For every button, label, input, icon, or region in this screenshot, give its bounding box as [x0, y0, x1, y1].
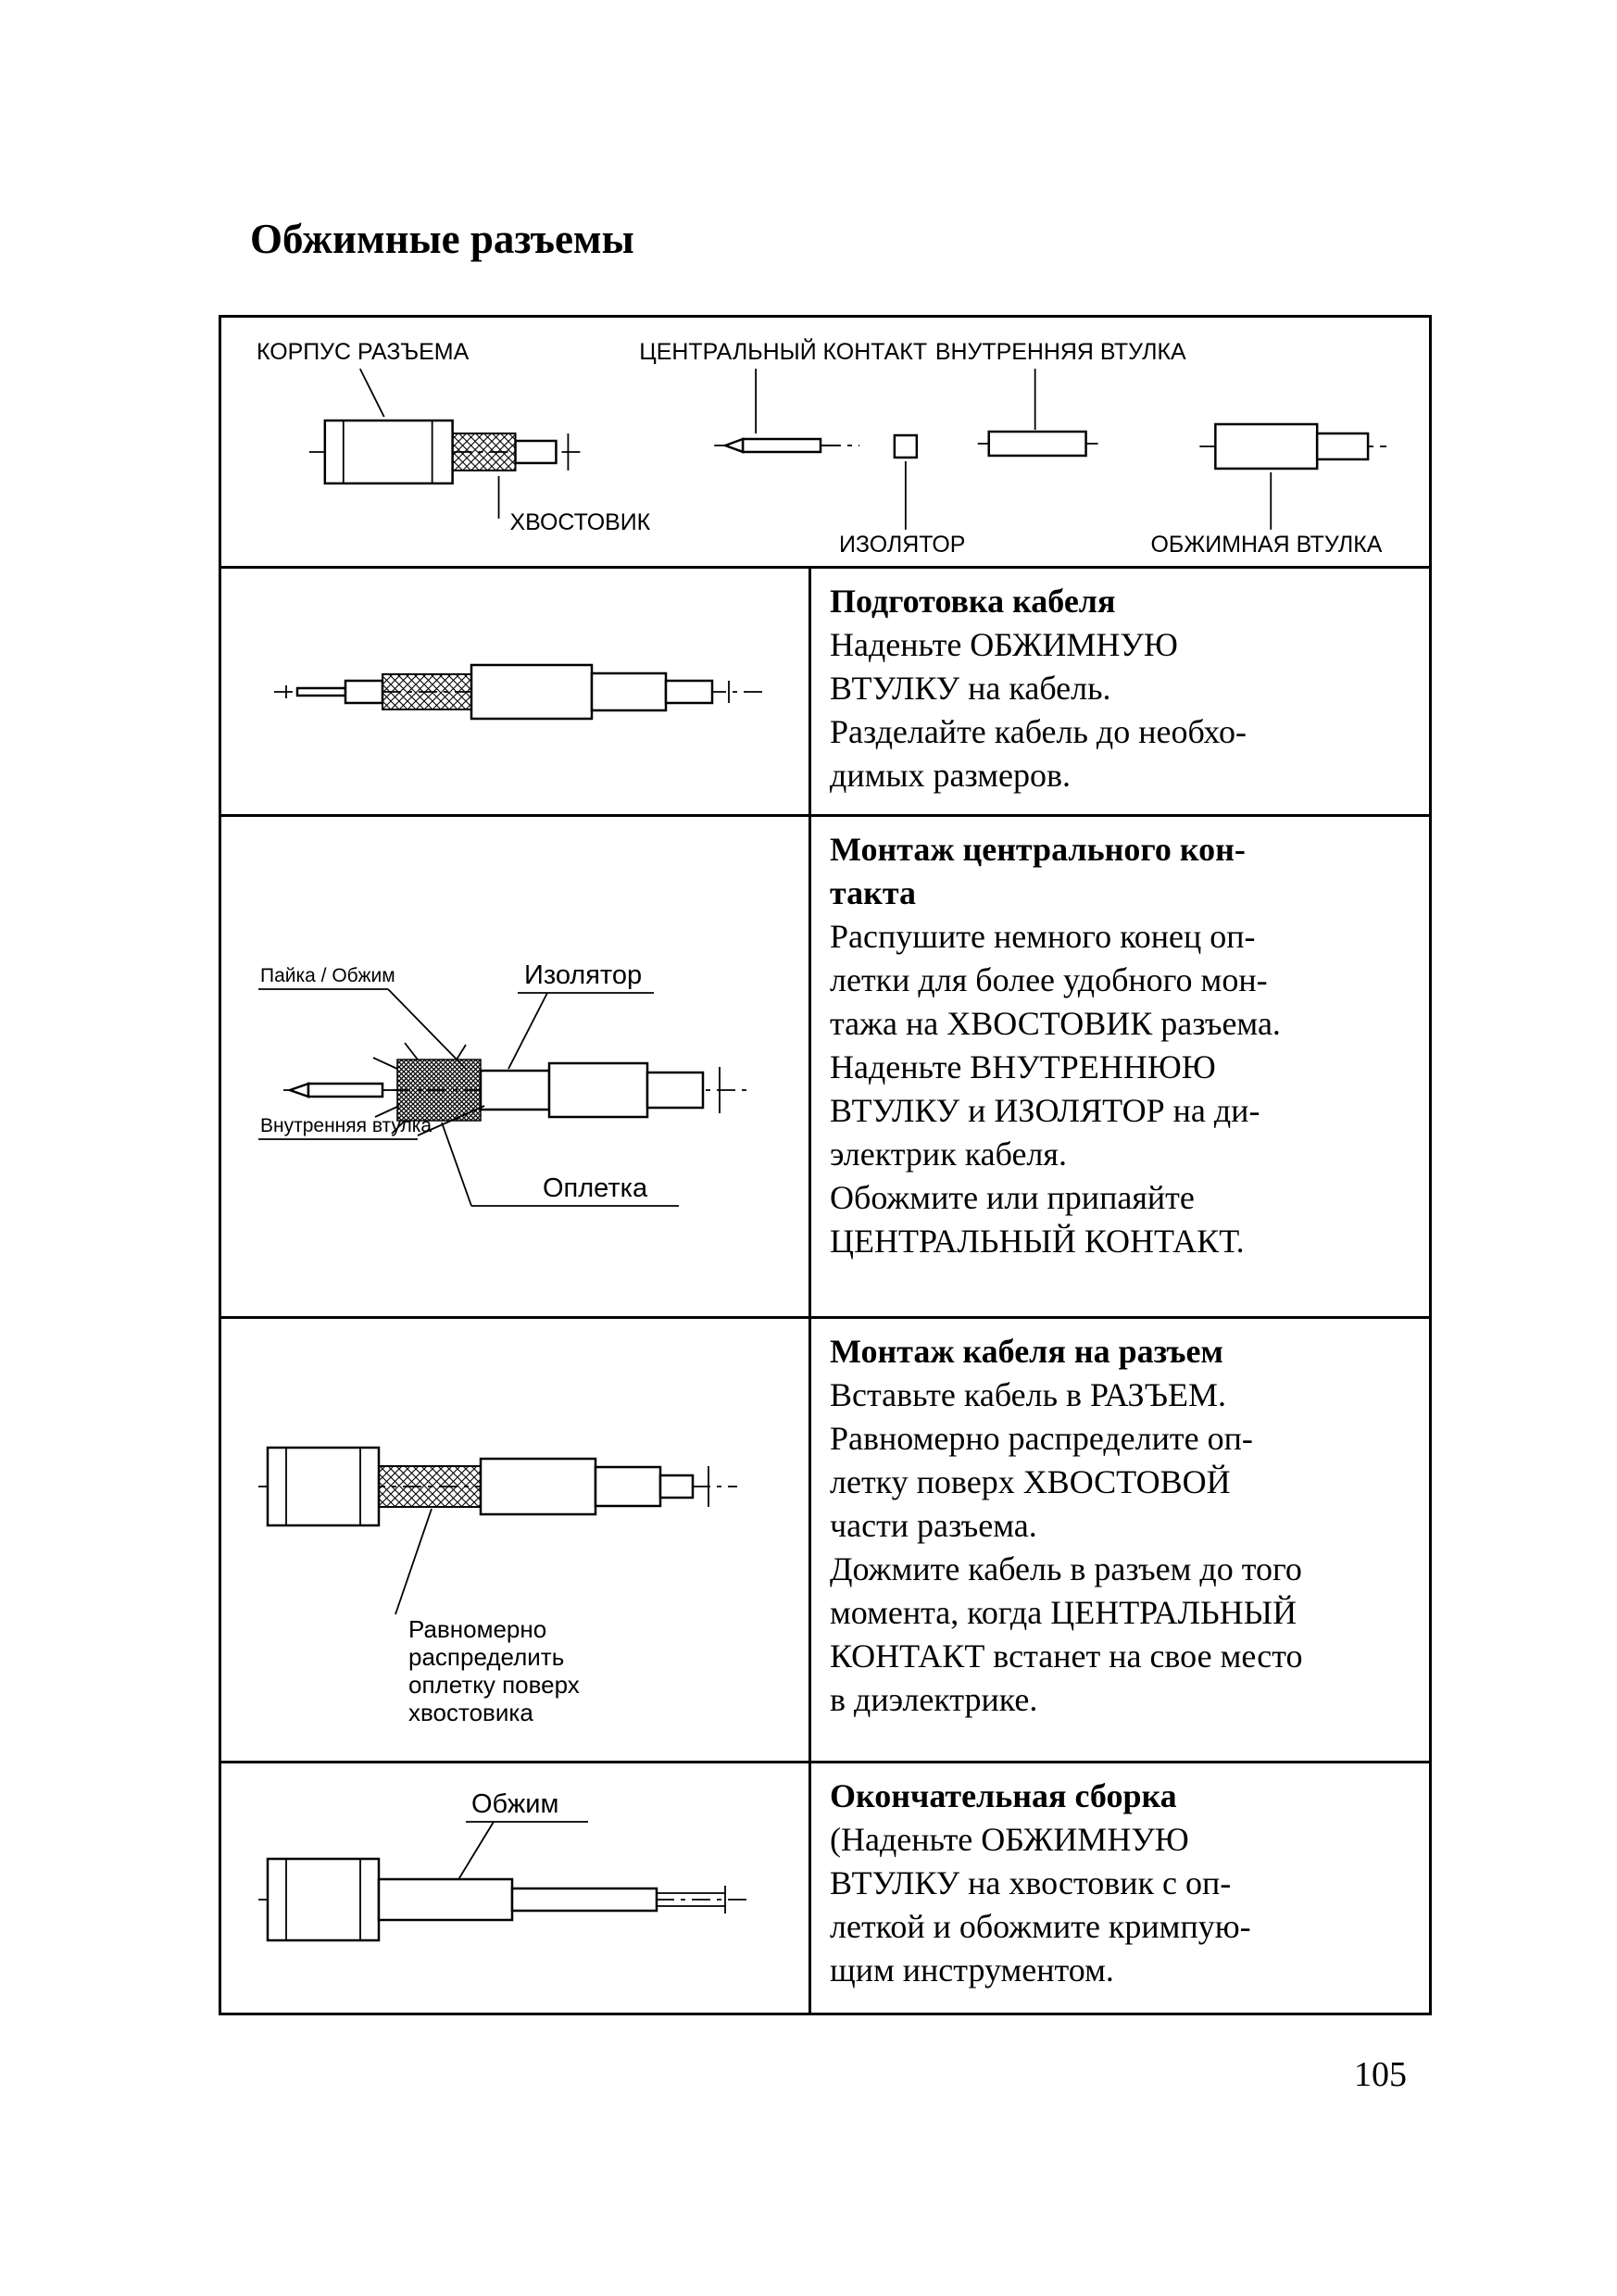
- leader-connector-body: [358, 368, 385, 418]
- step-text-line: электрик кабеля.: [830, 1135, 1067, 1173]
- step-row-3: Равномерно распределить оплетку поверх х…: [221, 1316, 1429, 1761]
- note-line: оплетку поверх: [408, 1671, 580, 1699]
- step-2-text-cell: Монтаж центрального кон- такта Распушите…: [808, 817, 1429, 1316]
- step-text-line: Разделайте кабель до необхо-: [830, 713, 1247, 750]
- step-text-line: Обожмите или припаяйте: [830, 1179, 1195, 1216]
- connector-body-3: [266, 1446, 381, 1526]
- cable-part: [646, 1071, 705, 1109]
- step-text-line: ВТУЛКУ и ИЗОЛЯТОР на ди-: [830, 1092, 1260, 1129]
- step-heading: Монтаж кабеля на разъем: [830, 1333, 1223, 1370]
- step-text-line: части разъема.: [830, 1507, 1037, 1544]
- step-text-line: ВТУЛКУ на хвостовик с оп-: [830, 1864, 1232, 1901]
- leader-crimp: [457, 1821, 495, 1882]
- note-line: Равномерно: [408, 1615, 546, 1643]
- label-solder-crimp: Пайка / Обжим: [260, 965, 395, 986]
- leader-note: [395, 1508, 432, 1614]
- step-heading: Окончательная сборка: [830, 1777, 1177, 1814]
- step-text-line: леткой и обожмите кримпую-: [830, 1908, 1251, 1945]
- step-text-line: димых размеров.: [830, 757, 1071, 794]
- step-text-line: Распушите немного конец оп-: [830, 918, 1256, 955]
- step-text-line: Наденьте ВНУТРЕННЮЮ: [830, 1048, 1216, 1085]
- note-line: распределить: [408, 1643, 564, 1671]
- label-insulator-2: Изолятор: [524, 960, 642, 990]
- cable-jacket-3: [479, 1457, 597, 1515]
- label-braid: Оплетка: [543, 1173, 648, 1203]
- label-crimp-sleeve: ОБЖИМНАЯ ВТУЛКА: [1150, 532, 1382, 558]
- step-4-text-cell: Окончательная сборка (Наденьте ОБЖИМНУЮ …: [808, 1763, 1429, 2013]
- step-text-line: тажа на ХВОСТОВИК разъема.: [830, 1005, 1281, 1042]
- label-insulator: ИЗОЛЯТОР: [839, 532, 965, 558]
- step-2-diagram-cell: Пайка / Обжим Изолятор Внутренняя втулка…: [221, 817, 808, 1316]
- step-text-line: в диэлектрике.: [830, 1681, 1038, 1718]
- step-text-line: Равномерно распределите оп-: [830, 1420, 1253, 1457]
- cable-end-3: [658, 1474, 695, 1499]
- step-text-line: летку поверх ХВОСТОВОЙ: [830, 1463, 1231, 1500]
- crimp-sleeve-drawing: [1199, 422, 1387, 470]
- fluffed-braid: [372, 1041, 482, 1135]
- step-3-diagram-cell: Равномерно распределить оплетку поверх х…: [221, 1319, 808, 1761]
- step-row-4: Обжим Окончательная: [221, 1761, 1429, 2013]
- cable-step: [590, 671, 668, 711]
- step-heading: такта: [830, 874, 916, 911]
- cable-prep-diagram: [274, 663, 765, 720]
- step-heading: Подготовка кабеля: [830, 583, 1116, 620]
- label-inner-sleeve-2: Внутренняя втулка: [260, 1115, 432, 1136]
- step-text-line: щим инструментом.: [830, 1951, 1114, 1989]
- label-center-contact: ЦЕНТРАЛЬНЫЙ КОНТАКТ: [639, 337, 927, 365]
- insulator-part: [479, 1069, 551, 1110]
- cable-step-3: [594, 1465, 662, 1507]
- step-text-line: Дожмите кабель в разъем до того: [830, 1550, 1302, 1587]
- label-crimp: Обжим: [471, 1789, 558, 1819]
- center-conductor: [295, 686, 347, 696]
- instruction-table: КОРПУС РАЗЪЕМА ХВОСТОВИК ЦЕНТРАЛЬНЫЙ КОН…: [219, 315, 1432, 2015]
- center-contact-drawing: [714, 437, 859, 454]
- crimped-sleeve: [377, 1877, 514, 1922]
- note-line: хвостовика: [408, 1699, 533, 1726]
- inner-sleeve-drawing: [977, 430, 1098, 458]
- step-row-1: Подготовка кабеля Наденьте ОБЖИМНУЮ ВТУЛ…: [221, 566, 1429, 814]
- parts-row: КОРПУС РАЗЪЕМА ХВОСТОВИК ЦЕНТРАЛЬНЫЙ КОН…: [221, 318, 1429, 566]
- step-text-line: летки для более удобного мон-: [830, 961, 1268, 998]
- page-title: Обжимные разъемы: [250, 216, 634, 262]
- braid-section: [382, 672, 472, 710]
- contact-mount-diagram: Пайка / Обжим Изолятор Внутренняя втулка…: [258, 960, 751, 1207]
- step-1-diagram-cell: [221, 569, 808, 814]
- inner-sleeve-part: [547, 1061, 649, 1118]
- step-text-line: момента, когда ЦЕНТРАЛЬНЫЙ: [830, 1594, 1297, 1631]
- step-row-2: Пайка / Обжим Изолятор Внутренняя втулка…: [221, 814, 1429, 1316]
- braid-over-tail: [378, 1464, 482, 1508]
- leader-solder: [387, 987, 467, 1070]
- connector-body-4: [266, 1857, 381, 1942]
- final-assembly-diagram: Обжим: [258, 1789, 747, 1942]
- step-text-line: Вставьте кабель в РАЗЪЕМ.: [830, 1376, 1226, 1413]
- label-tail: ХВОСТОВИК: [510, 509, 651, 535]
- step-4-diagram-cell: Обжим: [221, 1763, 808, 2013]
- step-text-line: КОНТАКТ встанет на свое место: [830, 1637, 1303, 1675]
- cable-end: [664, 679, 714, 704]
- cable-tube: [510, 1887, 658, 1913]
- cable-jacket: [470, 663, 594, 720]
- page-number: 105: [1354, 2055, 1407, 2094]
- connector-parts-diagram: КОРПУС РАЗЪЕМА ХВОСТОВИК ЦЕНТРАЛЬНЫЙ КОН…: [257, 337, 1387, 558]
- step-text-line: ВТУЛКУ на кабель.: [830, 670, 1111, 707]
- step-3-text-cell: Монтаж кабеля на разъем Вставьте кабель …: [808, 1319, 1429, 1761]
- label-inner-sleeve: ВНУТРЕННЯЯ ВТУЛКА: [935, 339, 1186, 365]
- insulator-drawing: [893, 433, 919, 459]
- step-heading: Монтаж центрального кон-: [830, 831, 1246, 868]
- step-text-line: ЦЕНТРАЛЬНЫЙ КОНТАКТ.: [830, 1223, 1245, 1260]
- connector-body-drawing: [308, 419, 587, 485]
- center-contact-pin: [286, 1081, 397, 1098]
- cable-mount-diagram: Равномерно распределить оплетку поверх х…: [258, 1446, 737, 1726]
- parts-diagram-cell: КОРПУС РАЗЪЕМА ХВОСТОВИК ЦЕНТРАЛЬНЫЙ КОН…: [221, 318, 1429, 566]
- leader-insulator-2: [508, 992, 548, 1069]
- label-connector-body: КОРПУС РАЗЪЕМА: [257, 339, 470, 365]
- step-text-line: (Наденьте ОБЖИМНУЮ: [830, 1821, 1189, 1858]
- step-text-line: Наденьте ОБЖИМНУЮ: [830, 626, 1178, 663]
- leader-inner-sleeve-2: [417, 1104, 485, 1136]
- leader-braid: [441, 1122, 472, 1206]
- step-1-text-cell: Подготовка кабеля Наденьте ОБЖИМНУЮ ВТУЛ…: [808, 569, 1429, 814]
- dielectric: [344, 679, 384, 704]
